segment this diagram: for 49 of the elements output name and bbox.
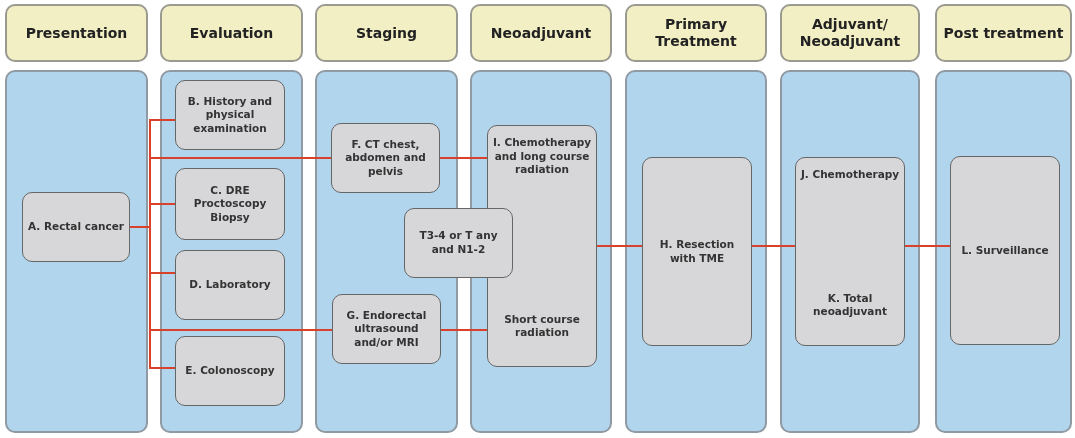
box-text: K. Total neoadjuvant (812, 291, 888, 319)
box-text: B. History and physical examination (186, 94, 274, 136)
box-text: T3-4 or T any and N1-2 (418, 229, 499, 257)
box-text: D. Laboratory (189, 278, 271, 292)
connector-line (751, 245, 796, 247)
lane-panel (625, 70, 767, 433)
lane-panel (935, 70, 1072, 433)
stage-header (315, 4, 458, 62)
header-text: Evaluation (189, 24, 274, 42)
box-text: Short course radiation (503, 312, 581, 340)
connector-line (596, 245, 643, 247)
connector-line (904, 245, 951, 247)
box-text: I. Chemotherapy and long course radiation (492, 136, 592, 177)
header-text: Post treatment (943, 24, 1064, 42)
box-text: A. Rectal cancer (27, 220, 125, 234)
header-text: Adjuvant/ Neoadjuvant (798, 16, 902, 50)
box-text: E. Colonoscopy (185, 364, 275, 378)
process-box (22, 192, 130, 262)
process-box (950, 156, 1060, 345)
process-box (175, 336, 285, 406)
stage-header (780, 4, 920, 62)
box-text: J. Chemotherapy (800, 168, 900, 182)
box-text: L. Surveillance (961, 243, 1049, 258)
process-box (175, 168, 285, 240)
header-text: Presentation (25, 24, 128, 42)
header-text: Neoadjuvant (490, 24, 592, 42)
connector-line (440, 329, 488, 331)
stage-header (935, 4, 1072, 62)
process-box (175, 80, 285, 150)
stage-header (470, 4, 612, 62)
box-text: C. DRE Proctoscopy Biopsy (192, 183, 268, 225)
box-text: G. Endorectal ultrasound and/or MRI (345, 308, 428, 350)
lane-panel (5, 70, 148, 433)
process-box (332, 294, 441, 364)
stage-header (625, 4, 767, 62)
process-box (404, 208, 513, 278)
box-text: F. CT chest, abdomen and pelvis (344, 137, 427, 179)
box-text: H. Resection with TME (658, 237, 736, 266)
lane-panel (160, 70, 303, 433)
header-text: Primary Treatment (654, 16, 738, 50)
process-box (331, 123, 440, 193)
process-box (175, 250, 285, 320)
process-box (795, 157, 905, 346)
header-text: Staging (356, 24, 417, 42)
stage-header (160, 4, 303, 62)
stage-header (5, 4, 148, 62)
lane-panel (780, 70, 920, 433)
process-box (642, 157, 752, 346)
connector-line (439, 157, 488, 159)
